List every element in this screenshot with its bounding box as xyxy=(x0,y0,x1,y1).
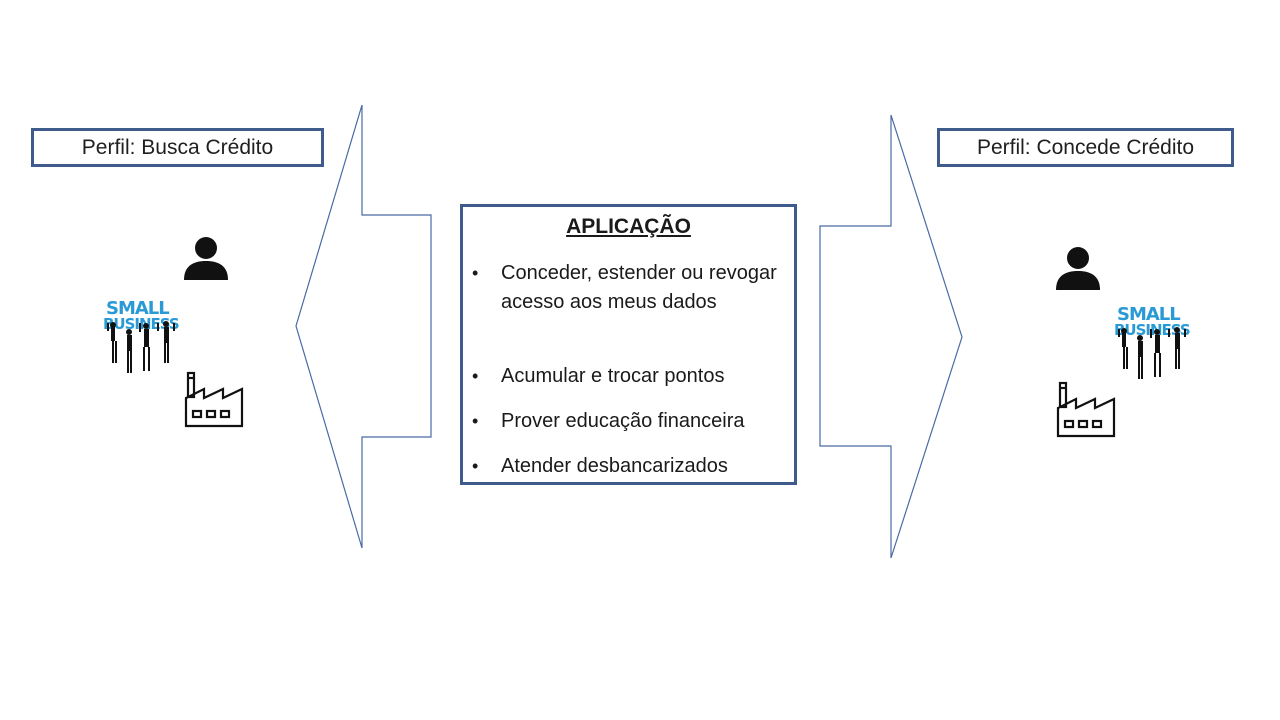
factory-icon xyxy=(1056,381,1116,438)
application-title: APLICAÇÃO xyxy=(566,215,691,238)
small-business-logo-line1: SMALL xyxy=(1117,304,1180,325)
bullet-icon: • xyxy=(472,456,479,476)
profile-busca-credito: Perfil: Busca Crédito xyxy=(31,128,324,167)
list-item-text: Conceder, estender ou revogar acesso aos… xyxy=(501,262,777,313)
small-business-logo-line2: BUSINESS xyxy=(103,315,179,333)
left-arrow xyxy=(295,104,432,549)
list-item-text: Acumular e trocar pontos xyxy=(501,365,725,387)
profile-left-label: Perfil: Busca Crédito xyxy=(81,135,274,159)
application-box: APLICAÇÃO • Conceder, estender ou revoga… xyxy=(460,204,797,485)
small-business-icon: SMALL BUSINESS xyxy=(103,298,180,373)
bullet-icon: • xyxy=(472,366,479,386)
bullet-icon: • xyxy=(472,411,479,431)
bullet-icon: • xyxy=(472,263,479,283)
person-icon xyxy=(184,237,228,280)
factory-icon xyxy=(184,371,244,428)
right-arrow xyxy=(819,114,963,559)
person-icon xyxy=(1056,247,1100,290)
profile-right-label: Perfil: Concede Crédito xyxy=(976,135,1195,159)
list-item-text: Atender desbancarizados xyxy=(501,455,728,477)
small-business-logo-line2: BUSINESS xyxy=(1114,321,1190,339)
profile-concede-credito: Perfil: Concede Crédito xyxy=(937,128,1234,167)
list-item-text: Prover educação financeira xyxy=(501,410,745,432)
small-business-logo-line1: SMALL xyxy=(106,298,169,319)
small-business-icon: SMALL BUSINESS xyxy=(1114,304,1191,379)
